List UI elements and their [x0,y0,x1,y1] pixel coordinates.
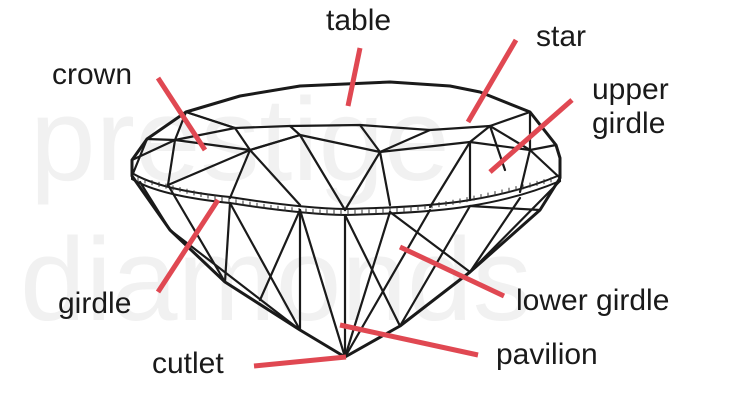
leader-girdle [155,198,221,294]
leader-cutlet [253,354,347,369]
leader-table [345,47,363,107]
girdle-hatching [137,176,552,215]
label-crown: crown [52,58,132,91]
label-upper-girdle-line1: upper [592,73,669,106]
watermark-line-2: diamonds [20,214,532,346]
label-star: star [536,20,586,53]
label-girdle: girdle [58,287,131,320]
leader-lines [155,38,574,369]
crown-facets [130,110,562,212]
label-cutlet: cutlet [152,347,224,380]
label-lower-girdle: lower girdle [516,284,669,317]
leader-pavilion [339,322,479,358]
label-table: table [326,4,391,37]
leader-lower-girdle [398,244,506,299]
label-upper-girdle-line2: girdle [592,107,665,140]
diamond-drawing [130,80,562,359]
label-pavilion: pavilion [496,338,598,371]
leader-upper-girdle [488,98,574,174]
leader-star [465,38,519,124]
labels: table star crown upper girdle girdle low… [52,4,669,380]
leader-crown [155,76,208,152]
